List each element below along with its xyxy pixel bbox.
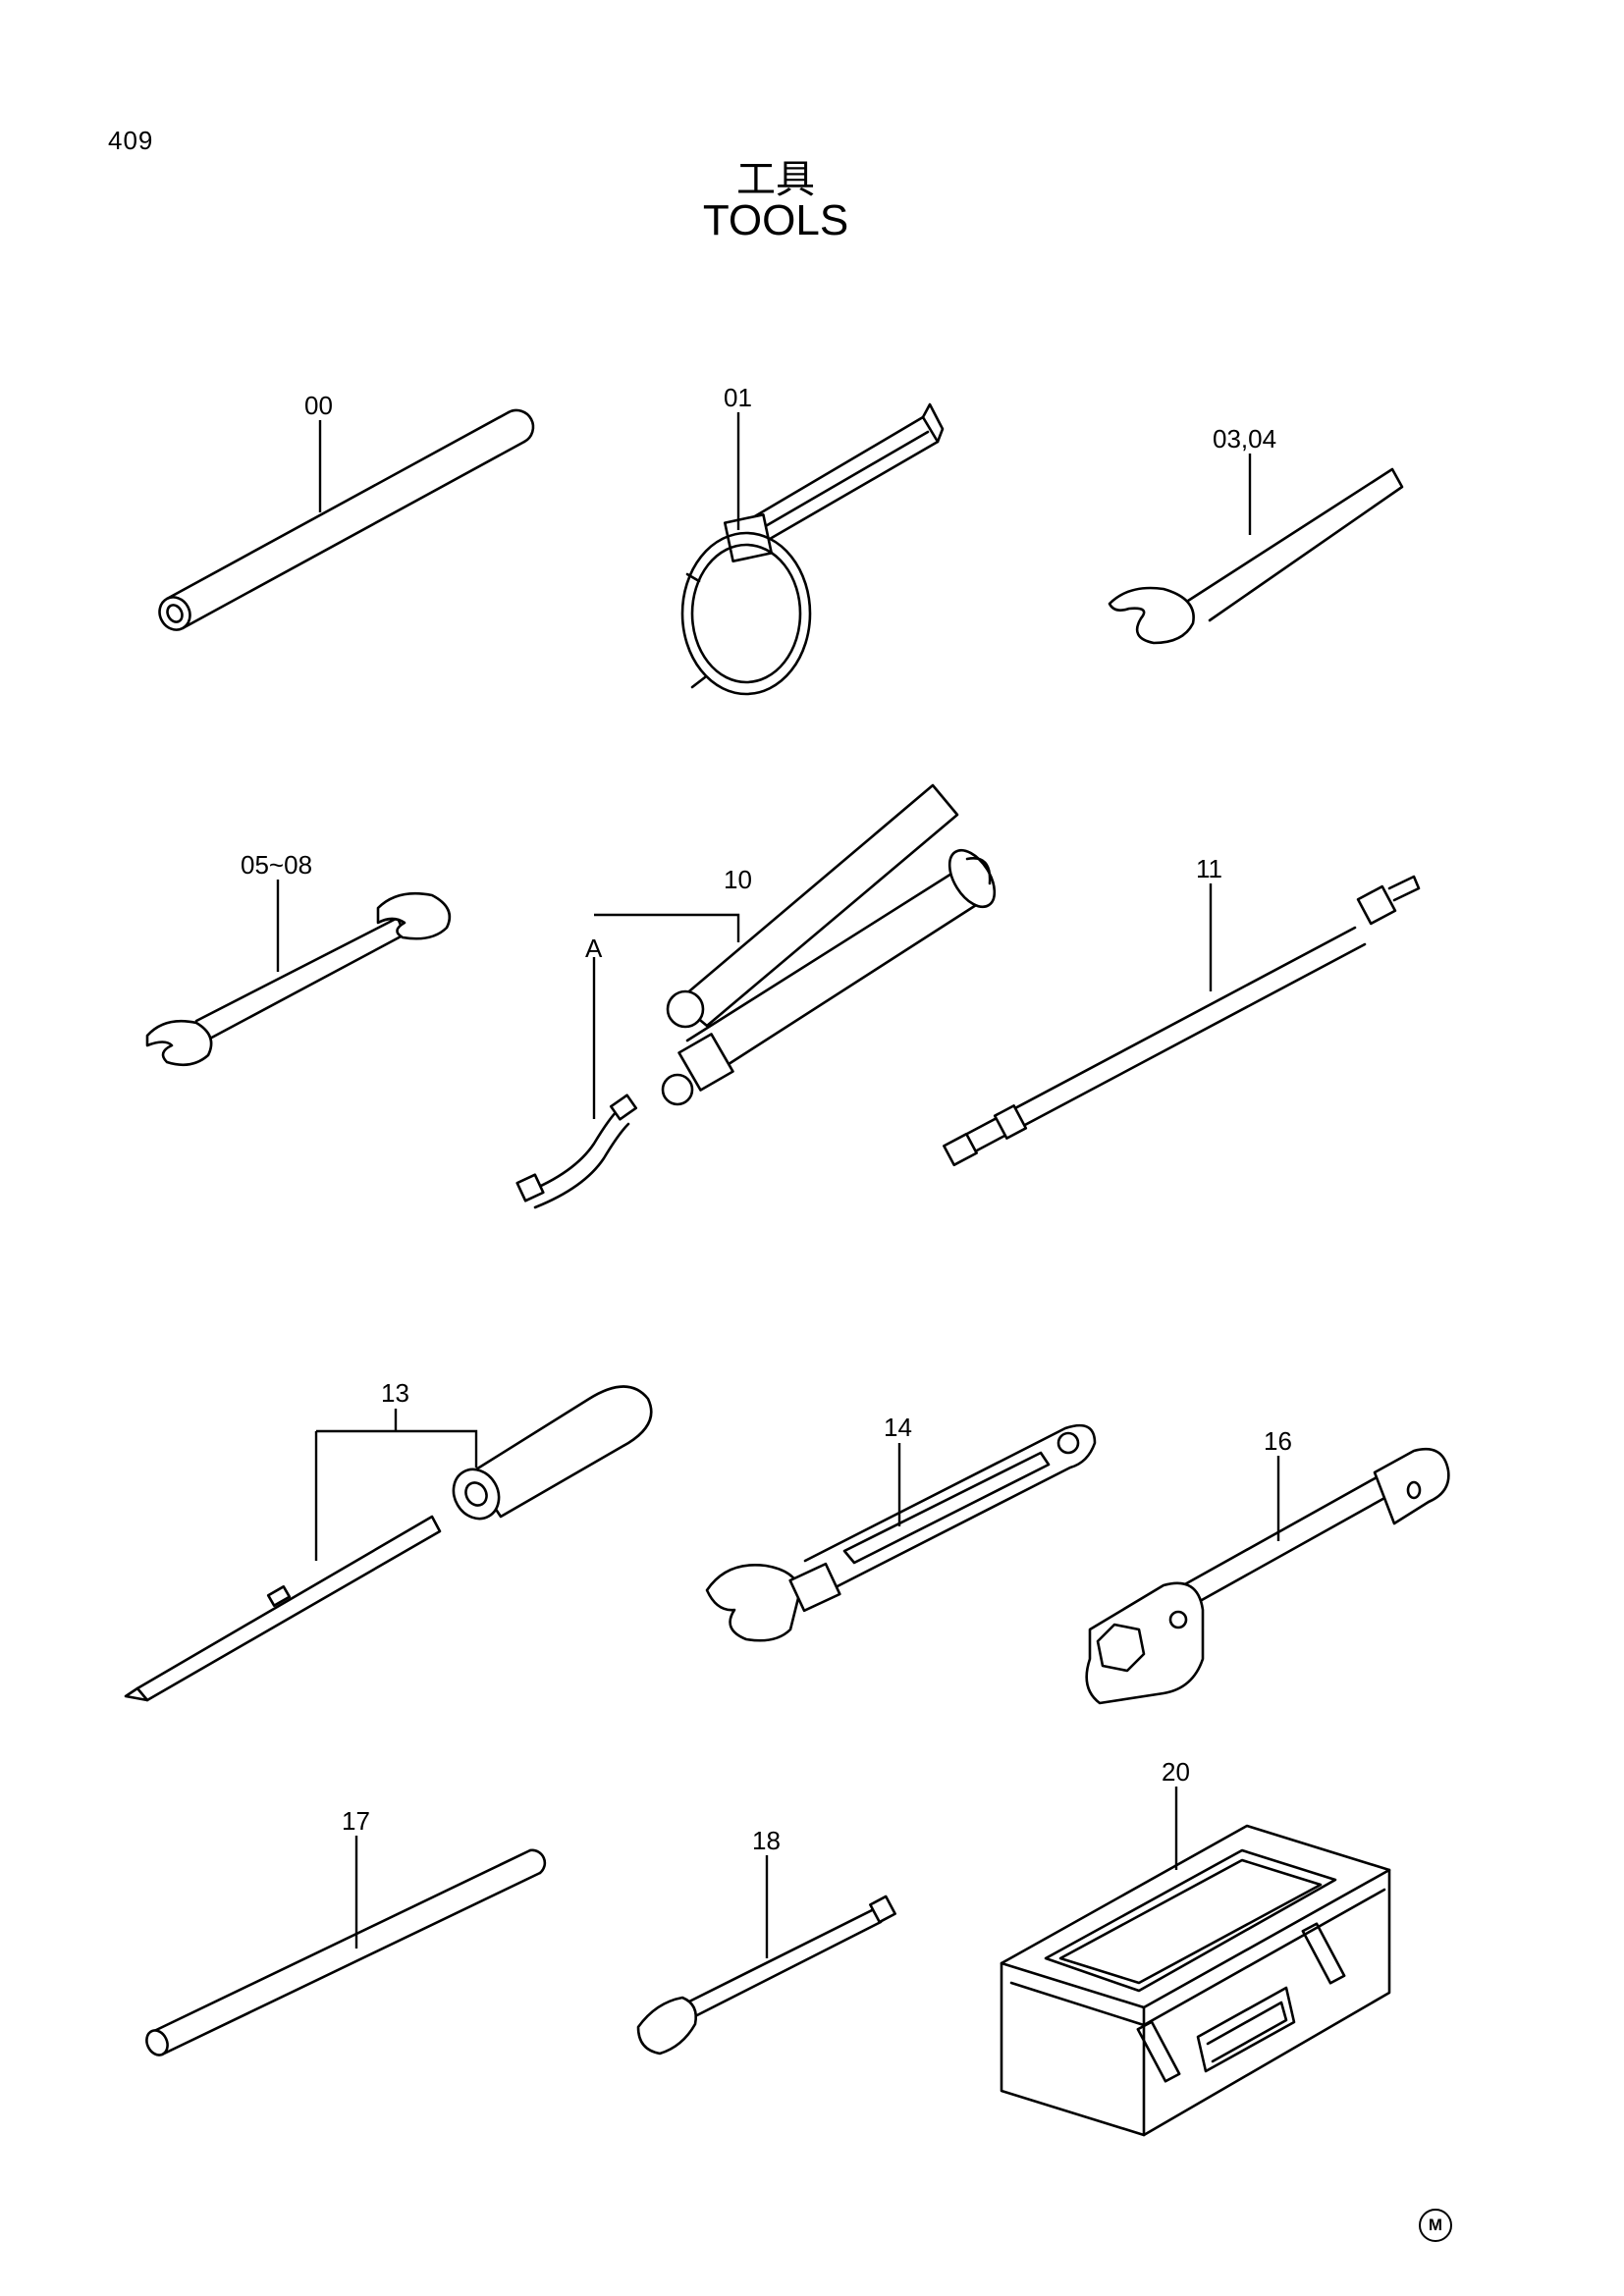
leader-00: 00 — [304, 391, 333, 512]
leader-10: 10 A — [585, 865, 752, 1119]
leader-11: 11 — [1196, 854, 1222, 991]
part-17-rod[interactable] — [142, 1848, 547, 2058]
part-13-screwdriver[interactable] — [124, 1385, 653, 1702]
leader-17: 17 — [342, 1806, 370, 1949]
part-11-extension[interactable] — [943, 875, 1421, 1167]
callout-05-08: 05~08 — [241, 850, 312, 880]
leader-03-04: 03,04 — [1213, 424, 1276, 535]
part-03-04-single-end-wrench[interactable] — [1108, 467, 1404, 645]
callout-17: 17 — [342, 1806, 370, 1836]
callout-10: 10 — [724, 865, 752, 894]
part-01-filter-wrench[interactable] — [680, 402, 945, 696]
callout-18: 18 — [752, 1826, 781, 1855]
leader-20: 20 — [1162, 1757, 1190, 1870]
title-japanese: 工具 — [736, 157, 815, 202]
callout-13: 13 — [381, 1378, 409, 1408]
part-14-adjustable-wrench[interactable] — [705, 1423, 1097, 1642]
leader-16: 16 — [1264, 1426, 1292, 1541]
callout-00: 00 — [304, 391, 333, 420]
part-10-grease-gun[interactable] — [515, 783, 1004, 1209]
part-16-socket-wrench[interactable] — [1085, 1447, 1450, 1705]
callout-14: 14 — [884, 1413, 912, 1442]
part-20-tool-box[interactable] — [1000, 1824, 1391, 2137]
callout-11: 11 — [1196, 854, 1222, 883]
callout-01: 01 — [724, 383, 752, 412]
leader-05-08: 05~08 — [241, 850, 312, 972]
callout-03-04: 03,04 — [1213, 424, 1276, 454]
corner-mark: M — [1419, 2209, 1452, 2242]
leader-14: 14 — [884, 1413, 912, 1526]
leader-13: 13 — [314, 1378, 478, 1561]
leader-18: 18 — [752, 1826, 781, 1958]
leader-01: 01 — [724, 383, 752, 530]
part-05-08-double-wrench[interactable] — [145, 891, 452, 1067]
callout-A: A — [585, 934, 603, 963]
part-18-bar[interactable] — [636, 1895, 896, 2056]
part-00-pipe-bar[interactable] — [154, 408, 535, 635]
callout-20: 20 — [1162, 1757, 1190, 1787]
title-english: TOOLS — [702, 196, 849, 244]
callout-16: 16 — [1264, 1426, 1292, 1456]
page-number: 409 — [108, 126, 154, 155]
